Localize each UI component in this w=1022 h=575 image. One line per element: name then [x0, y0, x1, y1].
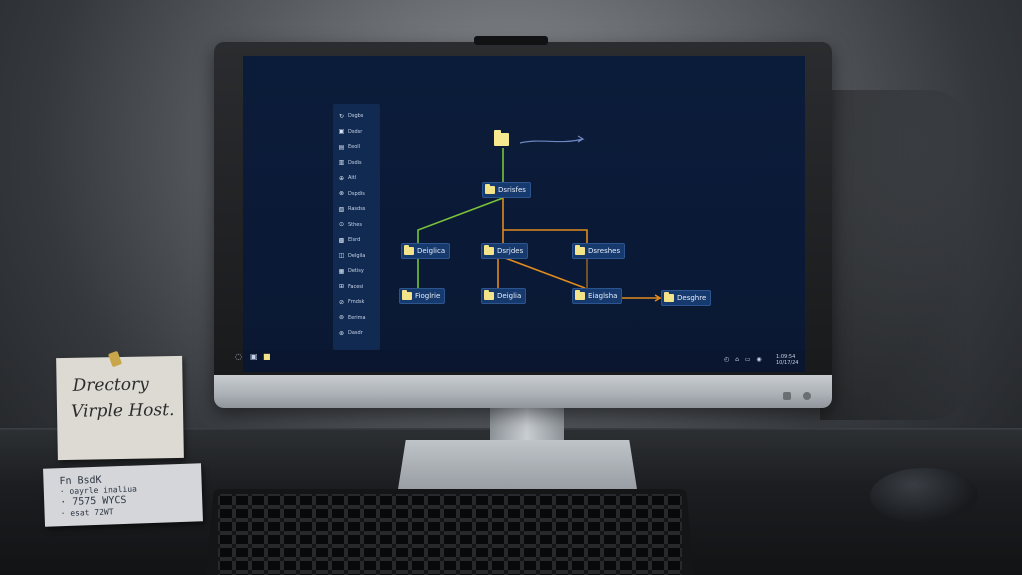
sidebar-item-label: Eeoll	[348, 144, 361, 150]
sidebar-item-12[interactable]: ⊘Fmdsk	[338, 297, 378, 307]
sidebar-item-10[interactable]: ▦Detisy	[338, 266, 378, 276]
sidebar-item-icon: ⊘	[338, 298, 345, 306]
folder-icon	[484, 290, 494, 300]
keyboard-keys	[218, 494, 682, 575]
tree-node-label: Dsreshes	[588, 247, 621, 255]
tree-node-label: Dsrjdes	[497, 247, 524, 255]
sidebar-item-icon: ⊚	[338, 314, 345, 321]
tree-node-desghre[interactable]: Desghre	[661, 290, 712, 306]
sidebar-item-icon: ▣	[338, 128, 345, 135]
webcam	[474, 36, 548, 45]
sidebar-item-label: Detisy	[348, 268, 364, 274]
sidebar-item-label: Fmdsk	[348, 299, 365, 305]
root-folder-icon[interactable]	[494, 130, 509, 146]
sidebar-item-icon: ▧	[338, 205, 345, 213]
sidebar-item-label: Delgila	[348, 252, 366, 259]
sticky-note-list: Fn BsdK · oayrle inaliua · 7575 WYCS · e…	[43, 463, 203, 527]
sidebar-item-icon: ▤	[338, 143, 345, 151]
sidebar-item-label: Dsdsr	[348, 128, 363, 135]
monitor-power-button[interactable]	[803, 392, 811, 400]
wall-shadow	[820, 90, 970, 420]
folder-icon	[402, 290, 412, 300]
sidebar-item-1[interactable]: ▣Dsdsr	[338, 127, 378, 137]
sidebar-item-icon: ↻	[338, 112, 345, 120]
sidebar-item-label: Dspdis	[348, 190, 365, 197]
clock-time: 1:09:54	[776, 354, 796, 360]
sidebar-item-icon: ▥	[338, 159, 345, 166]
sidebar-item-label: Sthes	[348, 221, 362, 228]
sidebar-item-9[interactable]: ◫Delgila	[338, 251, 378, 261]
sidebar-item-icon: ⊕	[338, 174, 345, 182]
sidebar-item-icon: ◫	[338, 252, 345, 259]
tree-node-label: Dsrisfes	[498, 186, 526, 194]
sidebar-item-label: Dasdr	[348, 330, 363, 336]
sidebar-item-3[interactable]: ▥Dsdis	[338, 158, 378, 168]
note-line: Virple Host.	[70, 400, 175, 422]
sidebar-item-0[interactable]: ↻Dsgbs	[338, 111, 378, 121]
folder-icon	[404, 245, 414, 255]
sidebar-item-label: Elsrd	[348, 237, 361, 243]
folder-icon	[485, 184, 495, 194]
sidebar-item-6[interactable]: ▧Rasdss	[338, 204, 378, 214]
sidebar-item-13[interactable]: ⊚Eerima	[338, 313, 378, 323]
sidebar-item-icon: ⊛	[338, 329, 345, 337]
clock-date: 10/17/24	[776, 360, 799, 366]
tree-node-label: Deiglia	[497, 292, 522, 300]
tree-node-dsrjdes[interactable]: Dsrjdes	[481, 243, 529, 259]
tree-node-label: Fioglrie	[415, 292, 441, 300]
sidebar-item-icon: ⊞	[338, 283, 345, 290]
sidebar-item-8[interactable]: ▩Elsrd	[338, 235, 378, 245]
sticky-note-directory: Drectory Virple Host.	[56, 355, 184, 461]
sidebar-item-icon: ▦	[338, 267, 345, 275]
tree-node-fioglrie[interactable]: Fioglrie	[399, 288, 446, 304]
sidebar-item-5[interactable]: ⊗Dspdis	[338, 189, 378, 199]
note-line: Drectory	[72, 374, 149, 396]
taskbar-clock[interactable]: 1:09:54 10/17/24	[776, 354, 798, 366]
system-tray-icons[interactable]: ◴ ⌂ ▭ ◉	[724, 356, 764, 363]
sidebar-item-4[interactable]: ⊕Aitl	[338, 173, 378, 183]
folder-icon	[575, 290, 585, 300]
file-explorer-sidebar	[333, 104, 380, 350]
folder-icon	[484, 245, 494, 255]
task-view-icon[interactable]: ▣	[250, 352, 258, 361]
note-line: · 7575 WYCS	[60, 494, 127, 509]
folder-icon	[664, 292, 674, 302]
tree-node-level1[interactable]: Dsrisfes	[482, 182, 531, 198]
monitor-chin	[214, 375, 832, 408]
tree-node-label: Desghre	[677, 294, 707, 302]
mouse	[870, 468, 978, 524]
tree-node-dsreshes[interactable]: Dsreshes	[572, 243, 626, 259]
start-icon[interactable]: ◌	[235, 352, 242, 361]
sidebar-item-icon: ⊙	[338, 221, 345, 228]
sidebar-item-label: Facesi	[348, 283, 364, 290]
sidebar-item-14[interactable]: ⊛Dasdr	[338, 328, 378, 338]
sidebar-item-label: Dsgbs	[348, 113, 364, 119]
sidebar-item-icon: ⊗	[338, 190, 345, 197]
sidebar-item-label: Rasdss	[348, 206, 366, 212]
note-line: · esat 72WT	[60, 507, 114, 519]
sidebar-item-2[interactable]: ▤Eeoll	[338, 142, 378, 152]
tree-node-label: Eiaglsha	[588, 292, 618, 300]
sidebar-item-icon: ▩	[338, 236, 345, 244]
sidebar-item-label: Eerima	[348, 314, 366, 321]
tree-node-deiglia[interactable]: Deiglia	[481, 288, 527, 304]
sidebar-item-11[interactable]: ⊞Facesi	[338, 282, 378, 292]
sidebar-item-label: Aitl	[348, 175, 357, 181]
monitor-button-menu[interactable]	[783, 392, 791, 400]
sidebar-item-label: Dsdis	[348, 159, 362, 166]
tree-node-deiglica[interactable]: Deiglica	[401, 243, 451, 259]
tree-node-label: Deiglica	[417, 247, 446, 255]
taskbar	[243, 350, 805, 372]
sidebar-item-7[interactable]: ⊙Sthes	[338, 220, 378, 230]
tree-node-eiaglsha[interactable]: Eiaglsha	[572, 288, 623, 304]
folder-icon	[575, 245, 585, 255]
screen	[243, 56, 805, 372]
file-explorer-taskbar-icon[interactable]: ■	[263, 352, 271, 361]
